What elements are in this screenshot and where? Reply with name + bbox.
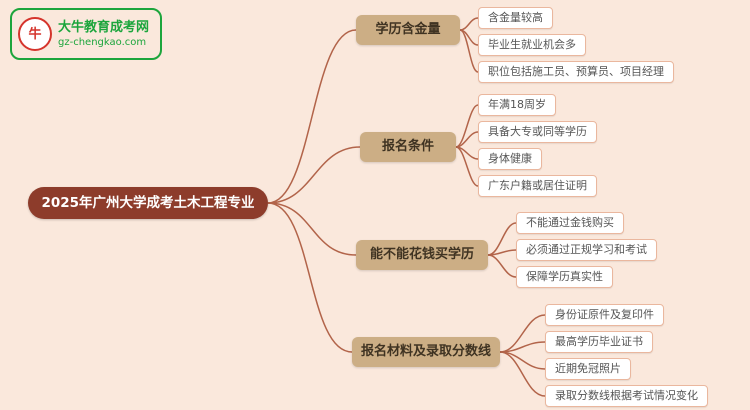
leaf-node: 必须通过正规学习和考试 (516, 239, 657, 261)
logo-text-block: 大牛教育成考网 gz-chengkao.com (58, 20, 149, 49)
leaf-node: 含金量较高 (478, 7, 553, 29)
branch-node-gold-content: 学历含金量 (356, 15, 460, 45)
leaf-node: 职位包括施工员、预算员、项目经理 (478, 61, 674, 83)
leaf-node: 广东户籍或居住证明 (478, 175, 597, 197)
branch-node-materials-scores: 报名材料及录取分数线 (352, 337, 500, 367)
leaf-node: 近期免冠照片 (545, 358, 631, 380)
leaf-node: 具备大专或同等学历 (478, 121, 597, 143)
root-topic-node: 2025年广州大学成考土木工程专业 (28, 187, 268, 219)
branch-node-requirements: 报名条件 (360, 132, 456, 162)
leaf-node: 录取分数线根据考试情况变化 (545, 385, 708, 407)
site-url: gz-chengkao.com (58, 36, 147, 48)
site-logo: 牛 大牛教育成考网 gz-chengkao.com (10, 8, 162, 60)
leaf-node: 身份证原件及复印件 (545, 304, 664, 326)
branch-node-buy-degree: 能不能花钱买学历 (356, 240, 488, 270)
leaf-node: 毕业生就业机会多 (478, 34, 586, 56)
leaf-node: 最高学历毕业证书 (545, 331, 653, 353)
leaf-node: 不能通过金钱购买 (516, 212, 624, 234)
leaf-node: 年满18周岁 (478, 94, 556, 116)
bull-logo-icon: 牛 (18, 17, 52, 51)
leaf-node: 身体健康 (478, 148, 542, 170)
site-name: 大牛教育成考网 (58, 19, 150, 35)
leaf-node: 保障学历真实性 (516, 266, 613, 288)
